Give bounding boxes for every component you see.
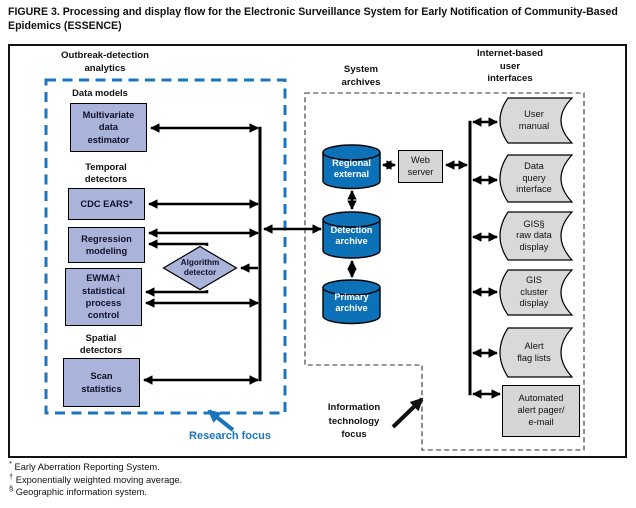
- box-scan-statistics: Scan statistics: [63, 358, 140, 407]
- box-automated-alert-pager-email: Automated alert pager/ e-mail: [502, 385, 580, 437]
- cylinder-label-primary-archive: Primary archive: [334, 292, 369, 313]
- shape-label-user-manual: User manual: [518, 109, 550, 131]
- footnote-ewma: † Exponentially weighted moving average.: [9, 471, 409, 487]
- cylinder-label-detection-archive: Detection archive: [330, 225, 373, 246]
- cylinder-label-regional-external: Regional external: [332, 158, 371, 179]
- box-web-server: Web server: [398, 150, 443, 183]
- footnote-ears: * Early Aberration Reporting System.: [9, 458, 409, 474]
- shape-label-data-query-interface: Data query interface: [516, 161, 552, 195]
- group-label-spatial-detectors: Spatial detectors: [79, 332, 123, 356]
- box-multivariate-data-estimator: Multivariate data estimator: [70, 103, 147, 152]
- footnote-text: Early Aberration Reporting System.: [11, 462, 160, 472]
- footnote-marker: *: [9, 458, 12, 468]
- section-label-internet-based-user-interfaces: Internet-based user interfaces: [476, 48, 544, 84]
- figure-title: FIGURE 3. Processing and display flow fo…: [8, 6, 618, 32]
- footnote-marker: §: [9, 484, 14, 494]
- footnote-gis: § Geographic information system.: [9, 484, 409, 499]
- research-focus-label: Research focus: [189, 430, 271, 442]
- box-cdc-ears: CDC EARS*: [68, 188, 145, 220]
- footnote-text: Exponentially weighted moving average.: [13, 474, 183, 485]
- box-ewma-statistical-process-control: EWMA† statistical process control: [65, 268, 142, 326]
- shape-label-gis-cluster-display: GIS cluster display: [519, 275, 549, 309]
- it-focus-label: Information technology focus: [327, 402, 381, 440]
- group-label-temporal-detectors: Temporal detectors: [84, 161, 128, 185]
- diamond-label-algorithm-detector: Algorithm detector: [180, 258, 220, 277]
- box-regression-modeling: Regression modeling: [68, 227, 145, 263]
- footnotes: * Early Aberration Reporting System. † E…: [9, 458, 409, 499]
- shape-label-gis-raw-data-display: GIS§ raw data display: [516, 218, 552, 252]
- section-label-outbreak-detection-analytics: Outbreak-detection analytics: [61, 50, 149, 74]
- group-label-data-models: Data models: [72, 87, 128, 98]
- footnote-text: Geographic information system.: [13, 487, 148, 498]
- shape-label-alert-flag-lists: Alert flag lists: [517, 341, 551, 363]
- footnote-marker: †: [9, 471, 14, 481]
- section-label-system-archives: System archives: [341, 64, 381, 88]
